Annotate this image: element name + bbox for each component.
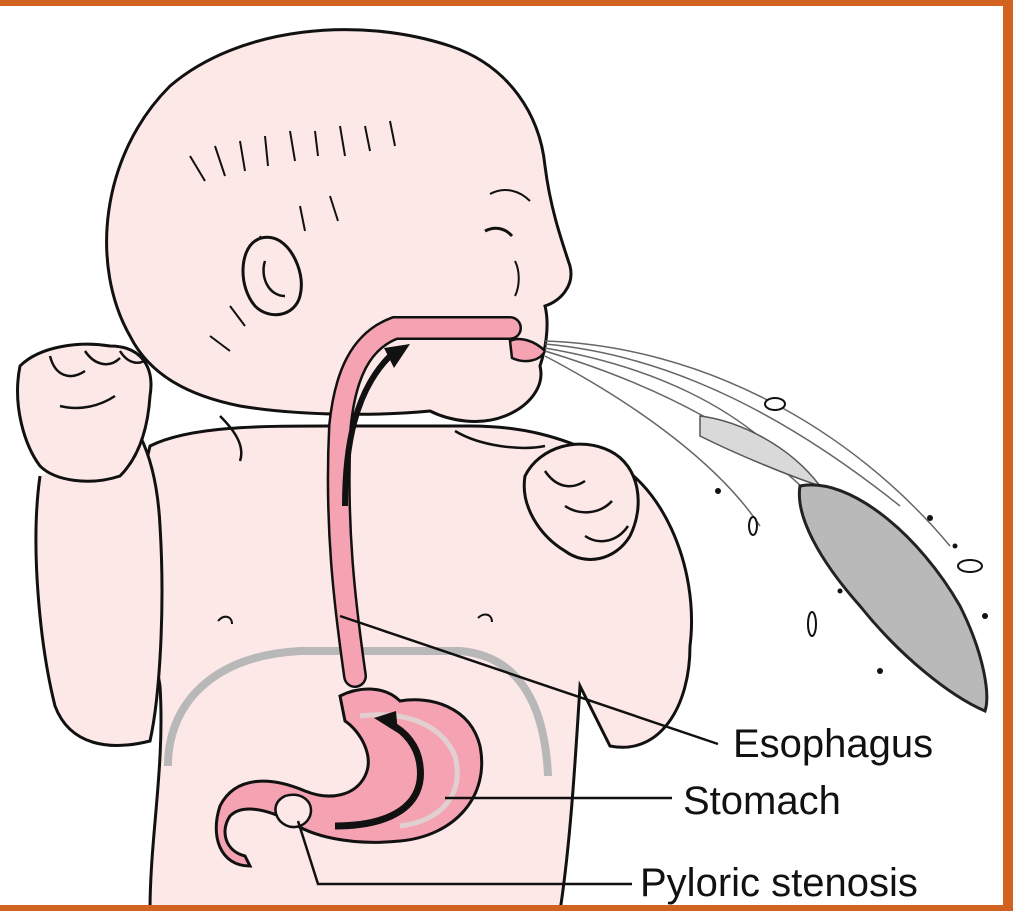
ribcage-outline — [164, 647, 552, 777]
esophagus-leader-line — [339, 614, 719, 746]
ear — [241, 235, 303, 317]
esophagus-label: Esophagus — [733, 722, 934, 766]
vomit-spray — [544, 340, 989, 714]
left-fist — [16, 342, 153, 483]
pyloric-stenosis-label: Pyloric stenosis — [640, 861, 918, 905]
infant-vomiting-illustration — [16, 28, 989, 905]
infant-head — [105, 28, 573, 423]
pyloric-leader-line — [296, 820, 632, 886]
pylorus — [274, 793, 313, 829]
mouth — [508, 337, 547, 363]
stomach-label: Stomach — [683, 779, 841, 823]
right-fist — [522, 442, 640, 561]
left-arm — [34, 435, 164, 747]
